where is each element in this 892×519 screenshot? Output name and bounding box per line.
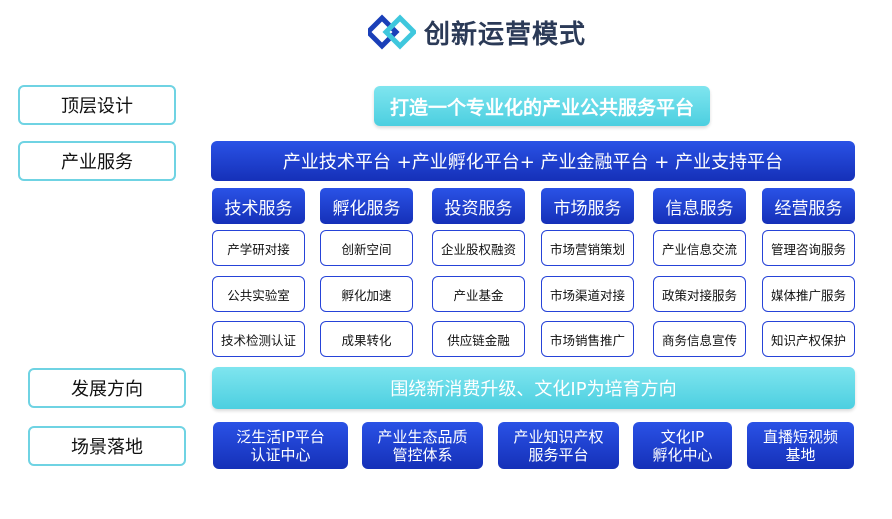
service-header-tech: 技术服务 — [212, 188, 305, 224]
service-item: 商务信息宣传 — [653, 321, 746, 357]
page-title: 创新运营模式 — [424, 19, 587, 50]
service-header-info: 信息服务 — [653, 188, 746, 224]
service-item: 产业基金 — [432, 276, 525, 312]
scenario-line1: 直播短视频 — [762, 427, 838, 446]
scenario-box: 产业知识产权 服务平台 — [498, 422, 619, 469]
service-item: 知识产权保护 — [762, 321, 855, 357]
scenario-line2: 孵化中心 — [652, 445, 713, 464]
label-top-design: 顶层设计 — [18, 85, 176, 125]
service-item: 管理咨询服务 — [762, 230, 855, 266]
service-item: 政策对接服务 — [653, 276, 746, 312]
label-industry-service: 产业服务 — [18, 141, 176, 181]
service-header-investment: 投资服务 — [432, 188, 525, 224]
service-item: 市场销售推广 — [541, 321, 634, 357]
service-header-market: 市场服务 — [541, 188, 634, 224]
service-item: 企业股权融资 — [432, 230, 525, 266]
scenario-line2: 基地 — [785, 445, 816, 464]
title-area: 创新运营模式 — [368, 10, 628, 54]
service-item: 产学研对接 — [212, 230, 305, 266]
scenario-line1: 文化IP — [660, 427, 705, 446]
service-item: 公共实验室 — [212, 276, 305, 312]
development-direction-bar: 围绕新消费升级、文化IP为培育方向 — [212, 367, 855, 409]
service-item: 市场营销策划 — [541, 230, 634, 266]
top-banner: 打造一个专业化的产业公共服务平台 — [374, 86, 710, 126]
service-item: 媒体推广服务 — [762, 276, 855, 312]
service-item: 市场渠道对接 — [541, 276, 634, 312]
service-item: 产业信息交流 — [653, 230, 746, 266]
service-header-operation: 经营服务 — [762, 188, 855, 224]
label-scenario: 场景落地 — [28, 426, 186, 466]
scenario-box: 文化IP 孵化中心 — [633, 422, 732, 469]
platform-bar: 产业技术平台 +产业孵化平台+ 产业金融平台 + 产业支持平台 — [211, 141, 855, 181]
service-header-incubation: 孵化服务 — [320, 188, 413, 224]
scenario-line1: 产业生态品质 — [377, 427, 468, 446]
service-item: 供应链金融 — [432, 321, 525, 357]
scenario-line2: 管控体系 — [392, 445, 453, 464]
scenario-box: 直播短视频 基地 — [747, 422, 854, 469]
service-item: 技术检测认证 — [212, 321, 305, 357]
service-item: 孵化加速 — [320, 276, 413, 312]
scenario-line2: 服务平台 — [528, 445, 589, 464]
scenario-line1: 泛生活IP平台 — [236, 427, 325, 446]
service-item: 创新空间 — [320, 230, 413, 266]
scenario-line1: 产业知识产权 — [513, 427, 604, 446]
scenario-box: 产业生态品质 管控体系 — [362, 422, 483, 469]
diamond-logo-icon — [368, 14, 416, 50]
scenario-line2: 认证中心 — [250, 445, 311, 464]
service-item: 成果转化 — [320, 321, 413, 357]
scenario-box: 泛生活IP平台 认证中心 — [213, 422, 348, 469]
label-development-direction: 发展方向 — [28, 368, 186, 408]
